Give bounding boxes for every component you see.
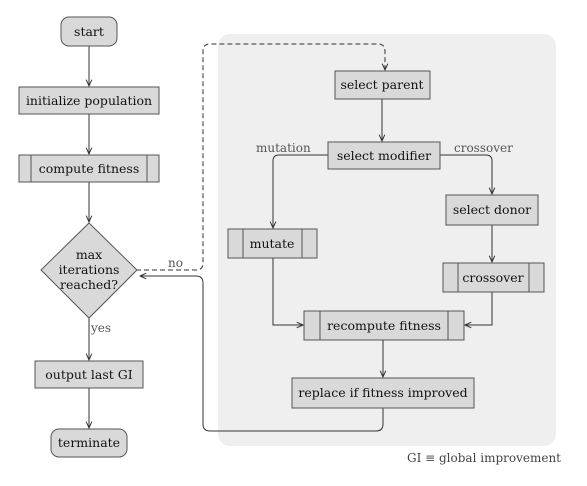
edge-mutate-to-recompute xyxy=(272,258,303,325)
replace-if-improved-label: replace if fitness improved xyxy=(298,385,467,400)
edge-modifier-to-mutate xyxy=(273,154,328,228)
terminate-label: terminate xyxy=(58,435,120,450)
edge-modifier-to-donor xyxy=(440,154,492,194)
select-donor-label: select donor xyxy=(453,202,531,217)
select-modifier-node: select modifier xyxy=(327,141,441,170)
recompute-fitness-label: recompute fitness xyxy=(327,318,441,333)
start-label: start xyxy=(74,24,104,39)
edges xyxy=(89,43,493,432)
select-parent-label: select parent xyxy=(340,77,423,92)
max-iterations-label-line2: iterations xyxy=(59,262,120,277)
select-modifier-label: select modifier xyxy=(337,148,431,163)
compute-fitness-label: compute fitness xyxy=(39,161,139,176)
recompute-fitness-node: recompute fitness xyxy=(303,310,465,341)
initialize-population-node: initialize population xyxy=(18,86,160,115)
max-iterations-decision: max iterations reached? xyxy=(40,222,138,319)
compute-fitness-node: compute fitness xyxy=(18,154,160,183)
select-donor-node: select donor xyxy=(445,194,539,226)
crossover-node: crossover xyxy=(442,262,545,293)
replace-if-improved-node: replace if fitness improved xyxy=(291,377,475,409)
edge-label-mutation: mutation xyxy=(256,141,311,155)
max-iterations-label-line1: max xyxy=(76,247,102,262)
edge-label-yes: yes xyxy=(90,321,111,335)
select-parent-node: select parent xyxy=(334,70,431,100)
edge-replace-loop-back-to-decision xyxy=(140,276,384,432)
loop-body-panel xyxy=(218,34,556,446)
terminate-node: terminate xyxy=(50,428,128,458)
edge-label-no: no xyxy=(168,256,183,270)
mutate-node: mutate xyxy=(227,228,318,259)
footnote-gi-definition: GI ≡ global improvement xyxy=(407,451,561,465)
edge-label-crossover: crossover xyxy=(454,141,513,155)
output-last-gi-label: output last GI xyxy=(45,367,132,382)
mutate-label: mutate xyxy=(250,236,295,251)
edge-crossover-to-recompute xyxy=(465,292,493,325)
output-last-gi-node: output last GI xyxy=(34,360,144,389)
crossover-label: crossover xyxy=(462,270,523,285)
max-iterations-label-line3: reached? xyxy=(60,277,118,292)
start-node: start xyxy=(60,16,118,47)
edge-decision-no-to-select-parent xyxy=(136,43,385,271)
initialize-population-label: initialize population xyxy=(26,93,152,108)
